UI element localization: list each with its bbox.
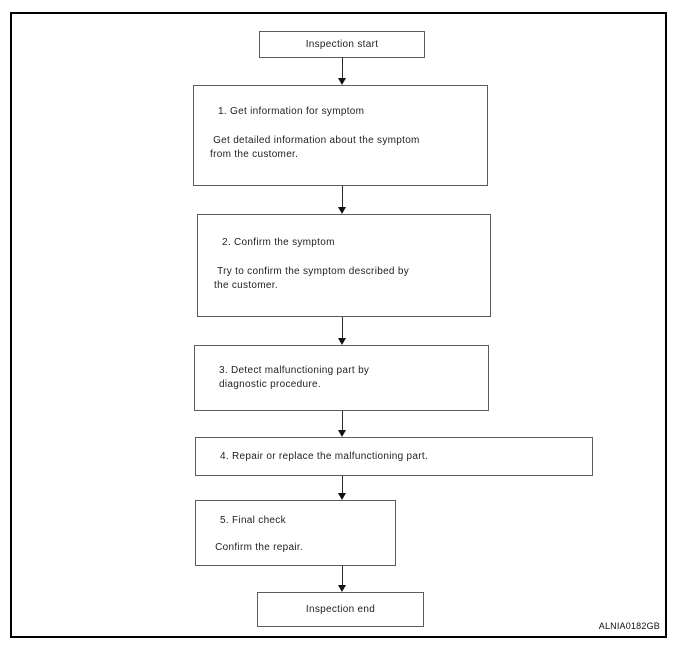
arrowhead-down-icon [338, 78, 346, 85]
flow-arrow-1 [338, 57, 347, 85]
flow-arrow-5 [338, 476, 347, 500]
step-1-title: 1. Get information for symptom [218, 106, 365, 117]
flow-arrow-2 [338, 186, 347, 214]
step-5-title: 5. Final check [220, 515, 286, 526]
diagram-border [10, 12, 667, 638]
step-node-1: 1. Get information for symptom Get detai… [193, 85, 488, 186]
step-1-body: Get detailed information about the sympt… [210, 135, 420, 160]
arrow-shaft [342, 57, 343, 79]
start-node-label: Inspection start [305, 38, 379, 50]
end-node-label: Inspection end [305, 603, 376, 615]
arrow-shaft [342, 566, 343, 586]
step-node-4: 4. Repair or replace the malfunctioning … [195, 437, 593, 476]
start-node: Inspection start [259, 31, 425, 58]
figure-id-label: ALNIA0182GB [598, 621, 660, 631]
arrowhead-down-icon [338, 430, 346, 437]
step-node-3: 3. Detect malfunctioning part by diagnos… [194, 345, 489, 411]
flow-arrow-6 [338, 566, 347, 592]
arrowhead-down-icon [338, 338, 346, 345]
step-2-title: 2. Confirm the symptom [222, 237, 335, 248]
arrow-shaft [342, 476, 343, 494]
step-4-title: 4. Repair or replace the malfunctioning … [220, 451, 429, 462]
step-node-2: 2. Confirm the symptom Try to confirm th… [197, 214, 491, 317]
step-3-title: 3. Detect malfunctioning part by diagnos… [219, 365, 370, 390]
flow-arrow-3 [338, 317, 347, 345]
arrowhead-down-icon [338, 207, 346, 214]
arrow-shaft [342, 411, 343, 431]
arrowhead-down-icon [338, 585, 346, 592]
step-node-5: 5. Final check Confirm the repair. [195, 500, 396, 566]
end-node: Inspection end [257, 592, 424, 627]
step-2-body: Try to confirm the symptom described by … [214, 266, 410, 291]
arrowhead-down-icon [338, 493, 346, 500]
arrow-shaft [342, 317, 343, 339]
flow-arrow-4 [338, 411, 347, 437]
step-5-body: Confirm the repair. [212, 542, 304, 553]
arrow-shaft [342, 186, 343, 208]
